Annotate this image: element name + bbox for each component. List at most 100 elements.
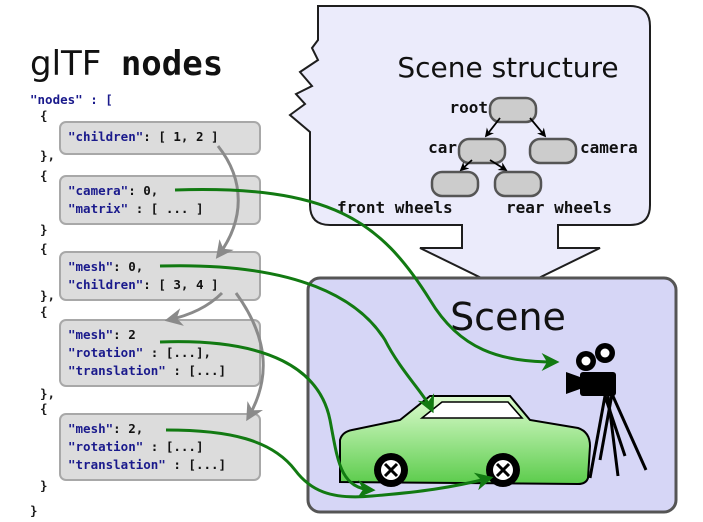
json-separator: : — [143, 277, 158, 292]
json-key: "matrix" — [68, 201, 128, 216]
json-value: 2, — [128, 421, 143, 436]
json-line: "rotation" : [...], — [68, 345, 211, 360]
movie-camera-icon — [566, 343, 648, 479]
child-arrow-node0-node2 — [215, 145, 240, 259]
json-node-3: "mesh": 2"rotation" : [...],"translation… — [59, 319, 261, 387]
page-title: glTF nodes — [30, 44, 223, 84]
rear-wheel-reference-arrow — [165, 428, 494, 499]
json-key: "children" — [68, 277, 143, 292]
structure-tree — [430, 96, 578, 198]
child-arrow-node2-node3 — [164, 291, 224, 326]
label-car: car — [428, 138, 457, 157]
json-separator: : — [143, 129, 158, 144]
json-separator: : — [113, 421, 128, 436]
tree-node-car — [457, 137, 507, 165]
json-node-0: "children": [ 1, 2 ] — [59, 121, 261, 155]
json-line: "camera": 0, — [68, 183, 158, 198]
json-listing: "nodes" : [ {},{}{},{},{} "children": [ … — [30, 92, 261, 518]
label-camera: camera — [580, 138, 638, 157]
label-front-wheels: front wheels — [337, 198, 453, 217]
json-node-box — [59, 413, 261, 481]
label-root: root — [449, 98, 488, 117]
edge-car-rear — [489, 159, 508, 171]
json-value: 0, — [128, 259, 143, 274]
tree-node-rear-wheels — [493, 170, 543, 198]
json-node-1: "camera": 0, "matrix" : [ ... ] — [59, 175, 261, 225]
json-node-boxes: "children": [ 1, 2 ] "camera": 0, "matrix"… — [59, 121, 261, 481]
json-node-box — [59, 121, 261, 155]
json-brace: { — [40, 108, 48, 123]
json-value: [...] — [188, 363, 226, 378]
scene-title: Scene — [450, 295, 566, 339]
json-key: "rotation" — [68, 439, 143, 454]
title-prefix: glTF — [30, 44, 101, 84]
title-code: nodes — [121, 44, 223, 84]
wheel-icon — [374, 453, 408, 487]
label-rear-wheels: rear wheels — [506, 198, 612, 217]
json-line: "translation" : [...] — [68, 457, 226, 472]
json-value: 2 — [128, 327, 136, 342]
json-key: "children" — [68, 129, 143, 144]
car-icon — [339, 395, 592, 487]
json-value: 0, — [143, 183, 158, 198]
json-header: "nodes" : [ — [30, 92, 113, 107]
child-arrow-node2-node4 — [234, 292, 265, 422]
tree-node-root — [488, 96, 538, 124]
json-braces: {},{}{},{},{} — [40, 108, 55, 493]
json-line: "matrix" : [ ... ] — [68, 201, 203, 216]
json-separator: : — [113, 259, 128, 274]
scene-structure-title: Scene structure — [397, 51, 618, 84]
json-node-4: "mesh": 2,"rotation" : [...]"translation… — [59, 413, 261, 481]
json-value: [ 3, 4 ] — [158, 277, 218, 292]
json-key: "mesh" — [68, 421, 113, 436]
tree-node-front-wheels — [430, 170, 480, 198]
edge-root-car — [484, 117, 501, 138]
json-key: "rotation" — [68, 345, 143, 360]
tree-edges — [459, 117, 547, 172]
child-arrows — [164, 145, 265, 422]
json-brace: } — [40, 478, 48, 493]
json-line: "rotation" : [...] — [68, 439, 203, 454]
json-separator: : — [143, 345, 166, 360]
json-value: [...] — [166, 439, 204, 454]
json-node-box — [59, 175, 261, 225]
scene-structure-panel: Scene structure root car camera front wh… — [288, 5, 651, 294]
json-separator: : — [113, 327, 128, 342]
json-separator: : — [166, 457, 189, 472]
json-brace: { — [40, 241, 48, 256]
json-brace: { — [40, 401, 48, 416]
json-brace: { — [40, 304, 48, 319]
json-value: [...] — [188, 457, 226, 472]
car-mesh-reference-arrow — [159, 264, 435, 414]
json-value: [ ... ] — [151, 201, 204, 216]
json-separator: : — [128, 201, 151, 216]
json-node-2: "mesh": 0, "children": [ 3, 4 ] — [59, 251, 261, 301]
edge-root-camera — [529, 117, 547, 138]
json-line: "children": [ 3, 4 ] — [68, 277, 219, 292]
json-line: "mesh": 2 — [68, 327, 136, 342]
front-wheel-reference-arrow — [159, 340, 376, 499]
json-key: "camera" — [68, 183, 128, 198]
json-brace: }, — [40, 386, 55, 401]
json-key: "mesh" — [68, 327, 113, 342]
json-separator: : — [128, 183, 143, 198]
json-brace: { — [40, 168, 48, 183]
json-line: "translation" : [...] — [68, 363, 226, 378]
json-line: "children": [ 1, 2 ] — [68, 129, 219, 144]
json-footer: } — [30, 503, 38, 518]
json-key: "translation" — [68, 363, 166, 378]
tree-node-camera — [528, 137, 578, 165]
json-brace: } — [40, 222, 48, 237]
json-key: "mesh" — [68, 259, 113, 274]
json-separator: : — [166, 363, 189, 378]
json-value: [...], — [166, 345, 211, 360]
json-key: "translation" — [68, 457, 166, 472]
json-value: [ 1, 2 ] — [158, 129, 218, 144]
json-line: "mesh": 0, — [68, 259, 143, 274]
wheel-icon — [486, 453, 520, 487]
json-separator: : — [143, 439, 166, 454]
reference-arrows — [159, 188, 560, 499]
json-node-box — [59, 251, 261, 301]
car-window — [419, 401, 524, 419]
